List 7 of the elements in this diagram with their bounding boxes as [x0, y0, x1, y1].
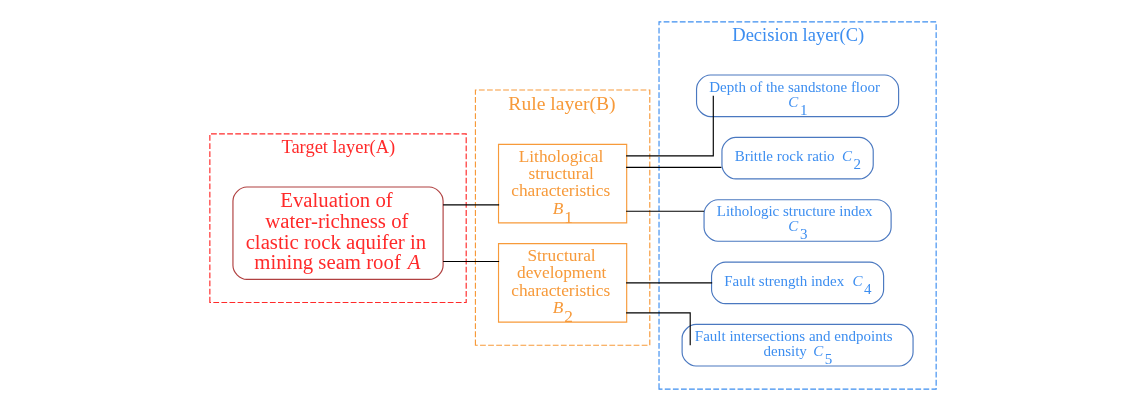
connector [625, 166, 722, 168]
connector [625, 282, 713, 284]
connector [625, 95, 714, 157]
connector [625, 210, 705, 212]
connector [442, 260, 500, 263]
connector [442, 204, 500, 206]
node-box: Evaluation of water-richness of clastic rock aquifer in mining seam roof A [232, 186, 444, 280]
